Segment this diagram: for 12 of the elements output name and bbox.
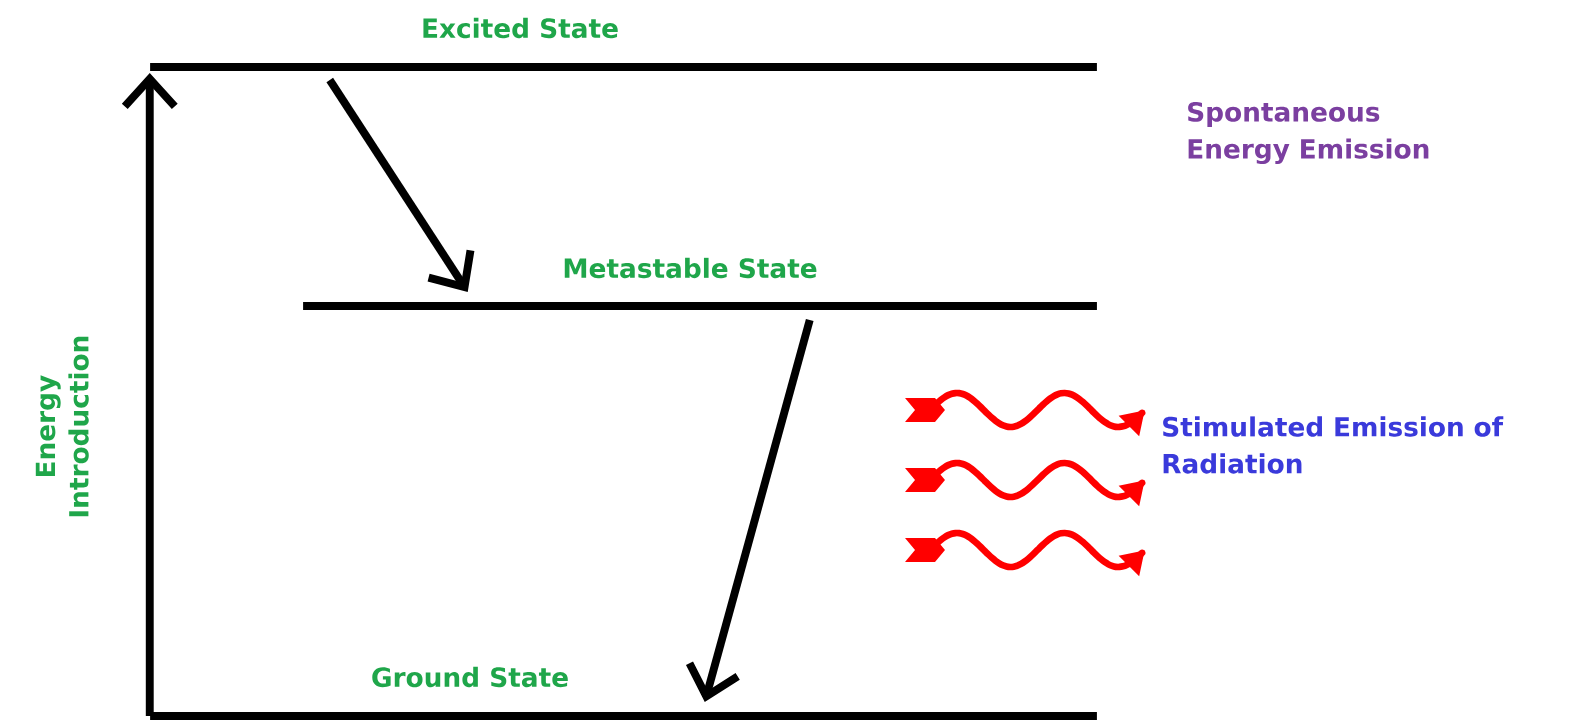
energy-level: Excited State — [150, 17, 1097, 71]
arrow — [121, 73, 178, 716]
arrow — [326, 77, 475, 292]
energy-level: Metastable State — [303, 257, 1097, 310]
edge-label: Energy Introduction — [35, 336, 89, 517]
node-label: Ground State — [372, 666, 568, 688]
note-text: Spontaneous Energy Emission — [1188, 101, 1429, 165]
note-text: Stimulated Emission of Radiation — [1163, 416, 1504, 474]
node-label: Metastable State — [564, 257, 817, 279]
energy-level: Ground State — [150, 666, 1097, 720]
node-label: Excited State — [423, 17, 618, 39]
arrow — [685, 318, 814, 702]
